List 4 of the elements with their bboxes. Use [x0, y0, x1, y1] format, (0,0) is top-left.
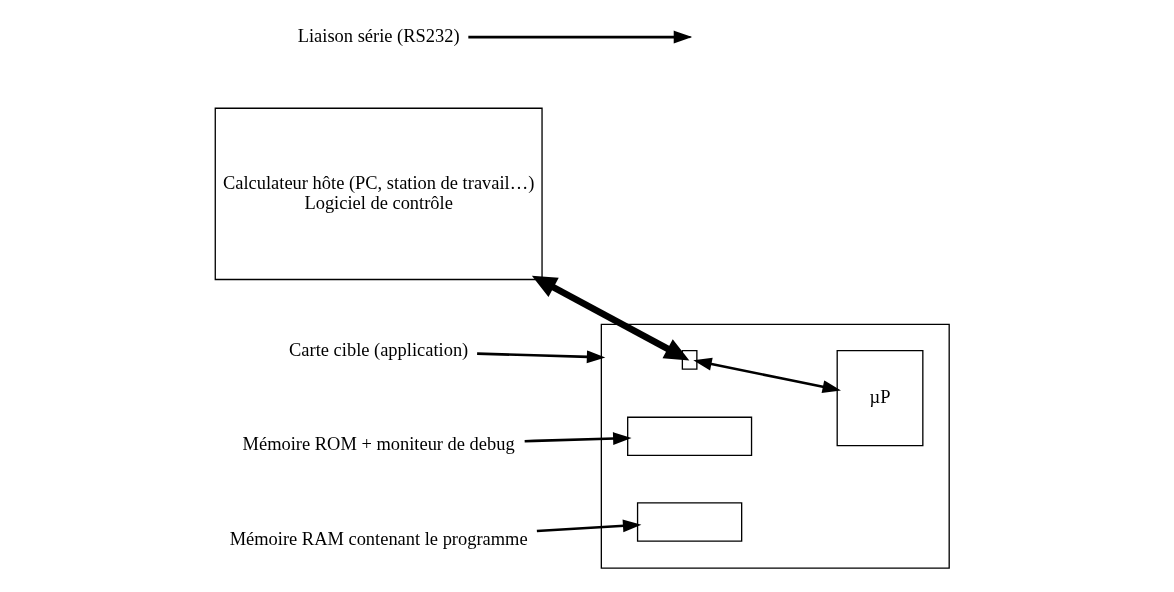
- node-text: Liaison série (RS232): [297, 25, 460, 46]
- node-text: Carte cible (application): [288, 339, 468, 360]
- node-text: Mémoire ROM + moniteur de debug: [242, 434, 515, 455]
- node-text: Mémoire RAM contenant le programme: [229, 529, 528, 550]
